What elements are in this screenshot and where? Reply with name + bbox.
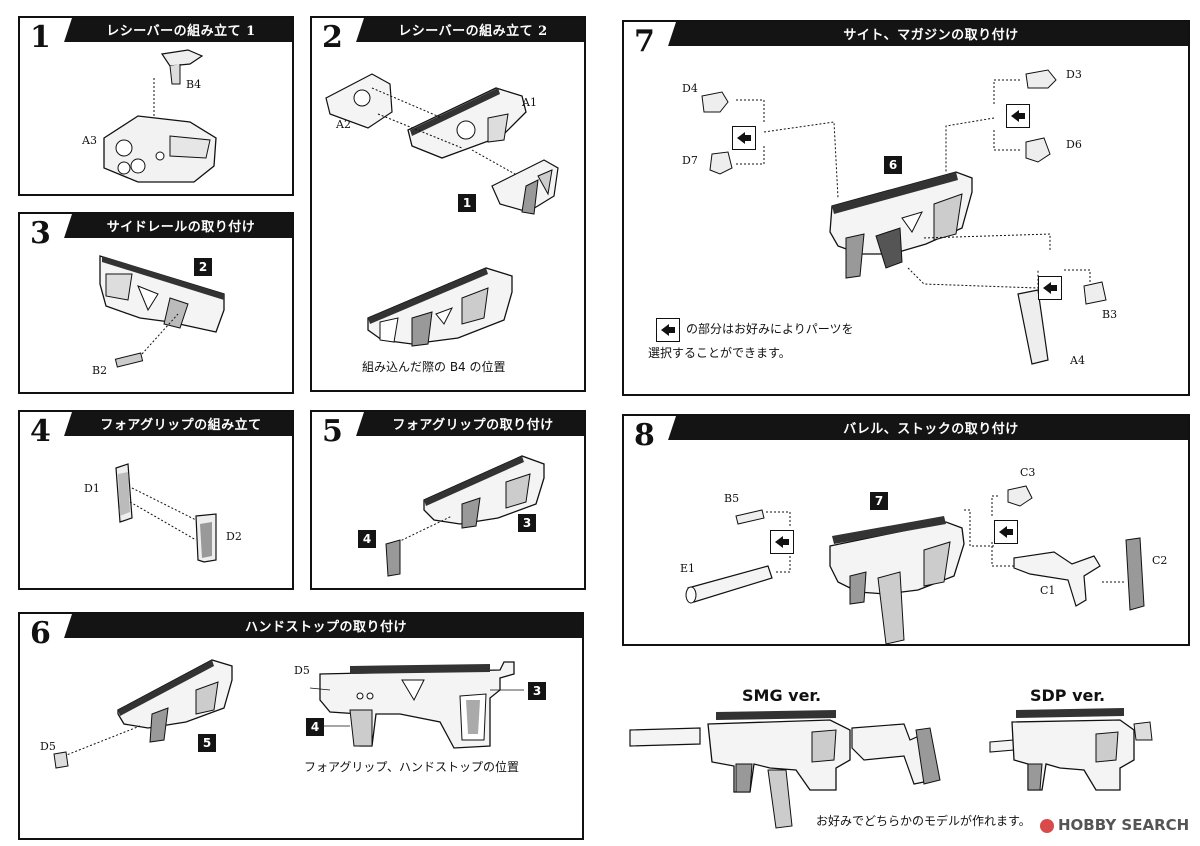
step-title: サイドレールの取り付け — [106, 220, 256, 235]
step-8-panel: バレル、ストックの取り付け 8 B5 E1 7 C3 C2 C1 — [622, 414, 1190, 646]
hobby-search-logo-icon — [1040, 818, 1054, 833]
part-label-b3: B3 — [1102, 308, 1118, 321]
part-label-d7: D7 — [682, 154, 698, 167]
step-title: レシーバーの組み立て 2 — [398, 24, 548, 39]
part-label-c3: C3 — [1020, 466, 1036, 479]
step-2-illustration — [325, 73, 559, 347]
step-4-illustration — [115, 463, 217, 563]
choice-note-line2: 選択することができます。 — [648, 346, 791, 360]
step-ref-tag: 3 — [528, 682, 546, 700]
step-6-panel: ハンドストップの取り付け 6 D5 5 D5 4 3 フォアグリップ、ハンドスト… — [18, 612, 584, 840]
step-title: レシーバーの組み立て 1 — [106, 24, 256, 39]
step-number: 8 — [634, 418, 655, 453]
step-ref-tag: 4 — [358, 530, 376, 548]
step-3-illustration — [99, 255, 225, 368]
selectable-part-icon — [1038, 276, 1062, 300]
selectable-part-icon — [770, 530, 794, 554]
step-3-panel: サイドレールの取り付け 3 2 B2 — [18, 212, 294, 394]
step-number: 2 — [322, 20, 343, 55]
step-header: サイト、マガジンの取り付け — [624, 22, 1188, 46]
selectable-part-icon — [1006, 104, 1030, 128]
part-label-a3: A3 — [82, 134, 97, 147]
step-header: フォアグリップの取り付け — [312, 412, 584, 436]
step-title: ハンドストップの取り付け — [244, 620, 407, 635]
step-4-panel: フォアグリップの組み立て 4 D1 D2 — [18, 410, 294, 590]
part-label-a1: A1 — [522, 96, 537, 109]
selectable-part-legend-icon — [656, 318, 680, 342]
step-title: サイト、マガジンの取り付け — [843, 28, 1019, 43]
choice-note-line1: の部分はお好みによりパーツを — [686, 322, 854, 336]
part-label-d4: D4 — [682, 82, 698, 95]
step-ref-tag: 4 — [306, 718, 324, 736]
step-number: 1 — [30, 20, 51, 55]
step-2-panel: レシーバーの組み立て 2 2 A2 A1 1 組み込んだ際の B4 の位置 — [310, 16, 586, 392]
step-title: フォアグリップの取り付け — [392, 418, 554, 433]
part-label-a2: A2 — [336, 118, 351, 131]
part-label-c1: C1 — [1040, 584, 1056, 597]
selectable-part-icon — [732, 126, 756, 150]
part-label-d6: D6 — [1066, 138, 1082, 151]
hobby-search-watermark: HOBBY SEARCH — [1040, 816, 1189, 834]
step-header: バレル、ストックの取り付け — [624, 416, 1188, 440]
step-ref-tag: 2 — [194, 258, 212, 276]
step-number: 3 — [30, 216, 51, 251]
step-5-illustration — [385, 455, 545, 577]
step-number: 5 — [322, 414, 343, 449]
step-5-panel: フォアグリップの取り付け 5 4 3 — [310, 410, 586, 590]
step-number: 6 — [30, 616, 51, 651]
step-ref-tag: 3 — [518, 514, 536, 532]
step-number: 7 — [634, 24, 655, 59]
part-label-d5: D5 — [294, 664, 310, 677]
part-label-d1: D1 — [84, 482, 100, 495]
step-6-illustration — [53, 659, 524, 769]
part-label-e1: E1 — [680, 562, 696, 575]
step-number: 4 — [30, 414, 51, 449]
model-choice-caption: お好みでどちらかのモデルが作れます。 — [816, 814, 1031, 828]
part-label-a4: A4 — [1070, 354, 1085, 367]
selectable-part-icon — [994, 520, 1018, 544]
step-ref-tag: 6 — [884, 156, 902, 174]
part-label-b2: B2 — [92, 364, 108, 377]
step-number-badge: 7 — [624, 22, 676, 66]
step-8-illustration — [685, 485, 1145, 645]
watermark-text: HOBBY SEARCH — [1058, 816, 1190, 834]
step-ref-tag: 5 — [198, 734, 216, 752]
step-title: バレル、ストックの取り付け — [843, 422, 1019, 437]
step-ref-tag: 7 — [870, 492, 888, 510]
part-label-d3: D3 — [1066, 68, 1082, 81]
part-label-c2: C2 — [1152, 554, 1168, 567]
part-label-d2: D2 — [226, 530, 242, 543]
grip-position-caption: フォアグリップ、ハンドストップの位置 — [304, 760, 520, 774]
b4-position-caption: 組み込んだ際の B4 の位置 — [362, 360, 506, 374]
part-label-d5: D5 — [40, 740, 56, 753]
sdp-version-label: SDP ver. — [1030, 686, 1106, 705]
step-7-panel: サイト、マガジンの取り付け 7 D4 D7 D3 D6 B3 A4 6 — [622, 20, 1190, 396]
smg-version-label: SMG ver. — [742, 686, 822, 705]
part-label-b5: B5 — [724, 492, 740, 505]
step-1-illustration — [103, 49, 217, 183]
part-label-b4: B4 — [186, 78, 202, 91]
step-7-illustration — [701, 69, 1107, 365]
step-1-panel: レシーバーの組み立て 1 1 B4 A3 — [18, 16, 294, 196]
step-ref-tag: 1 — [458, 194, 476, 212]
step-title: フォアグリップの組み立て — [100, 418, 262, 433]
step-number-badge: 5 — [312, 412, 364, 456]
step-header: ハンドストップの取り付け — [20, 614, 582, 638]
